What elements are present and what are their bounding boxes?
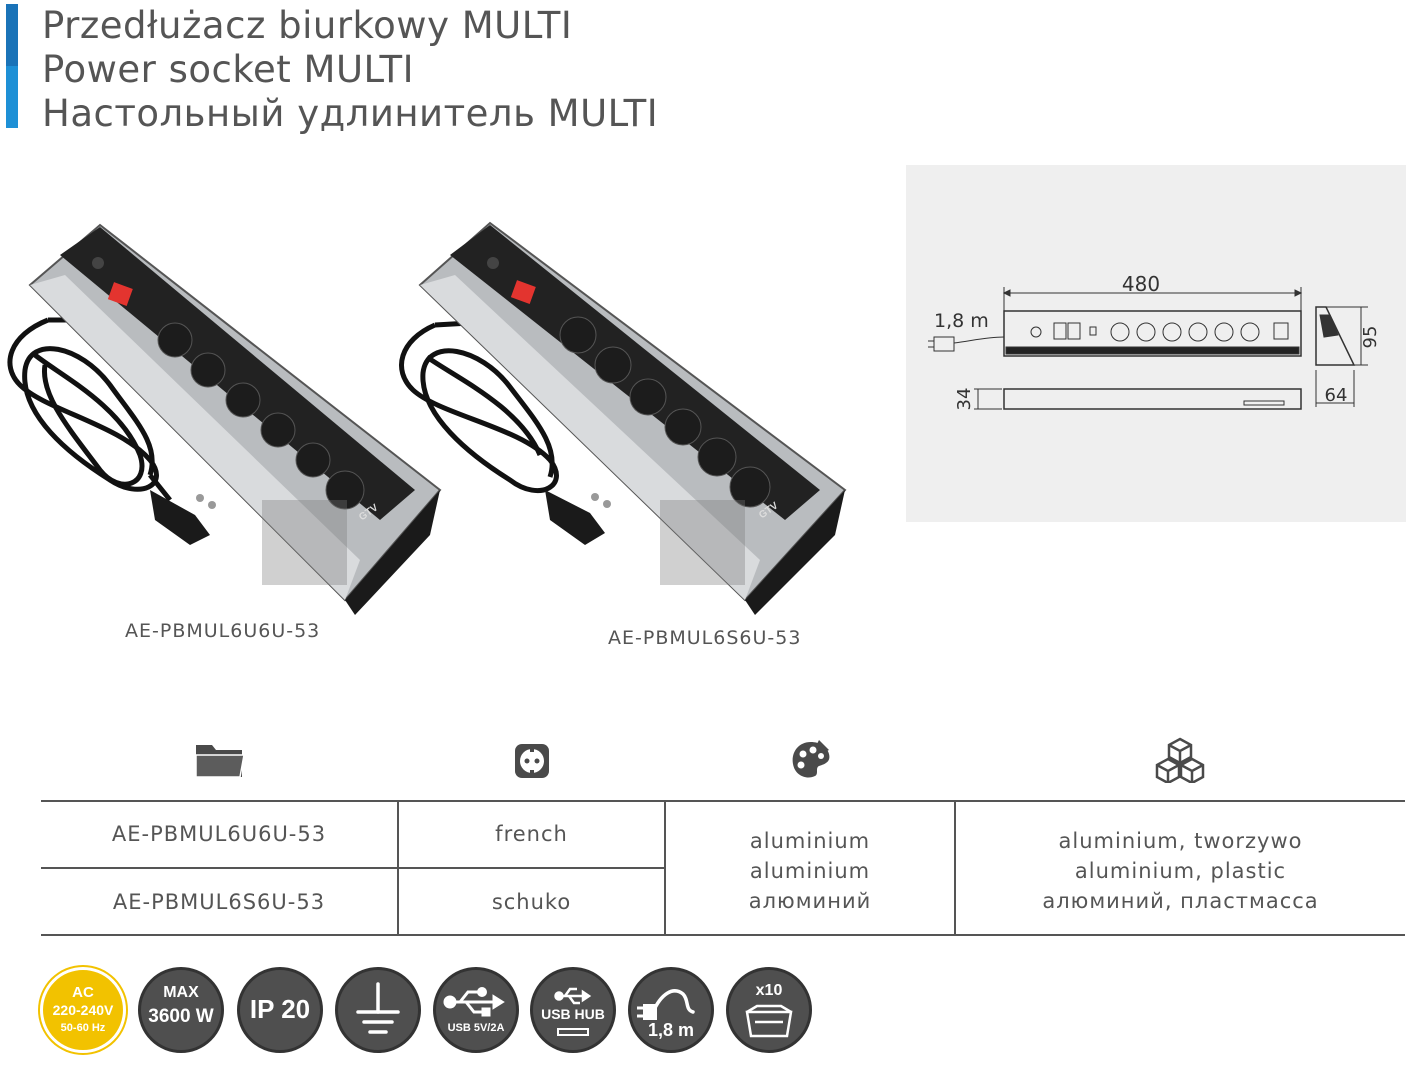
cable-icon: 1,8 m xyxy=(628,967,714,1053)
table-col-divider-1 xyxy=(397,800,399,936)
voltage-badge: AC 220-240V 50-60 Hz xyxy=(40,967,126,1053)
product-image-schuko: GTV xyxy=(399,221,847,615)
material-line: алюминий, пластмасса xyxy=(1042,889,1319,913)
table-socket-2: schuko xyxy=(491,890,572,914)
table-row-divider xyxy=(41,867,666,869)
table-top-rule xyxy=(41,800,1405,802)
title-polish: Przedłużacz biurkowy MULTI xyxy=(42,4,573,47)
usb-hub-icon: USB HUB xyxy=(530,967,616,1053)
usb-icon: USB 5V/2A xyxy=(433,967,519,1053)
product-image-french: GTV xyxy=(7,223,442,615)
depth-label: 95 xyxy=(1360,326,1381,349)
table-col-divider-2 xyxy=(664,800,666,936)
material-line: aluminium, tworzywo xyxy=(1058,829,1303,853)
product-code-1: AE-PBMUL6U6U-53 xyxy=(125,620,321,642)
product-code-2: AE-PBMUL6S6U-53 xyxy=(608,627,802,649)
title-english: Power socket MULTI xyxy=(42,48,415,91)
cubes-icon xyxy=(1155,737,1205,783)
table-code-1: AE-PBMUL6U6U-53 xyxy=(111,822,327,846)
table-col-divider-3 xyxy=(954,800,956,936)
ground-icon xyxy=(335,967,421,1053)
title-russian: Настольный удлинитель MULTI xyxy=(42,92,659,135)
cable-length-label: 1,8 m xyxy=(934,310,989,332)
table-material-cell: aluminium, tworzywo aluminium, plastic а… xyxy=(956,826,1405,916)
palette-icon xyxy=(792,740,830,778)
color-line: aluminium xyxy=(749,859,871,883)
material-line: aluminium, plastic xyxy=(1074,859,1287,883)
length-label: 480 xyxy=(1122,272,1160,296)
package-icon: x10 xyxy=(726,967,812,1053)
dimension-drawing: 480 1,8 m 34 95 64 xyxy=(906,165,1406,522)
height-label: 34 xyxy=(954,388,975,411)
table-code-2: AE-PBMUL6S6U-53 xyxy=(112,890,326,914)
usb-port-glyph xyxy=(557,1028,589,1036)
color-line: aluminium xyxy=(749,829,871,853)
table-color-cell: aluminium aluminium алюминий xyxy=(666,826,954,916)
power-badge: MAX 3600 W xyxy=(138,967,224,1053)
title-accent-bar xyxy=(6,4,18,128)
socket-icon xyxy=(515,744,549,778)
table-socket-1: french xyxy=(495,822,568,846)
ip-badge: IP 20 xyxy=(237,967,323,1053)
color-line: алюминий xyxy=(748,889,872,913)
table-bottom-rule xyxy=(41,934,1405,936)
width-label: 64 xyxy=(1325,385,1348,406)
folder-icon xyxy=(195,745,245,778)
